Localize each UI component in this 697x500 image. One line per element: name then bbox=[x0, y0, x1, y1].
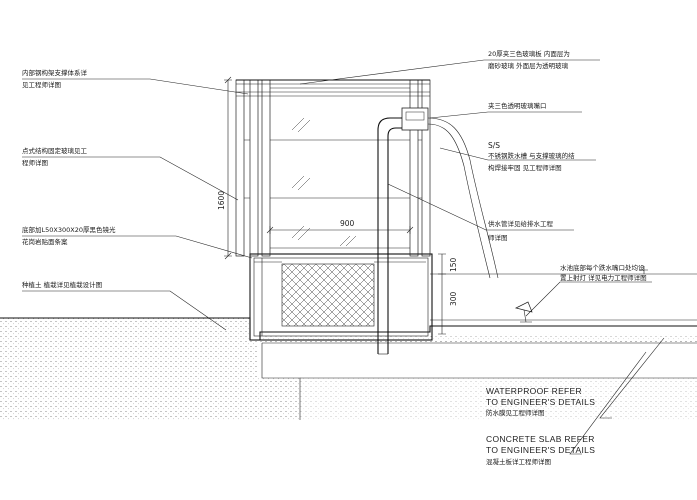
label-waterproof-1: WATERPROOF REFER bbox=[486, 386, 582, 396]
label-uplight-1: 水池底部每个跌水嘴口处均设 bbox=[560, 263, 645, 272]
label-granite-base-1: 底部加L50X300X20厚黑色镜光 bbox=[22, 225, 116, 234]
label-point-fixed-glass-1: 点式结构固定玻璃见工 bbox=[22, 146, 88, 155]
right-annotations: 20厚夹三色玻璃板 内面层为 磨砂玻璃 外面层为透明玻璃 夹三色透明玻璃嘴口 S… bbox=[488, 49, 647, 282]
label-glass-panel-1: 20厚夹三色玻璃板 内面层为 bbox=[488, 49, 570, 58]
dim-width: 900 bbox=[340, 219, 355, 228]
label-concrete-cn: 混凝土板详工程师详图 bbox=[486, 457, 551, 466]
label-ss-trough-2: 构焊接牢固 见工程师详图 bbox=[488, 163, 562, 172]
label-granite-base-2: 花岗岩贴面条案 bbox=[22, 237, 68, 246]
label-inner-steel-frame-2: 见工程师详图 bbox=[22, 80, 61, 89]
base-box bbox=[249, 253, 433, 341]
water-spout bbox=[401, 107, 499, 279]
glass-wall bbox=[235, 79, 431, 257]
label-planting-soil: 种植土 植栽详见植栽设计图 bbox=[22, 280, 102, 289]
label-spout-glass: 夹三色透明玻璃嘴口 bbox=[488, 101, 547, 110]
label-waterproof-cn: 防水膜见工程师详图 bbox=[486, 408, 545, 417]
label-point-fixed-glass-2: 程师详图 bbox=[22, 158, 48, 167]
label-concrete-2: TO ENGINEER'S DETAILS bbox=[486, 445, 595, 455]
dim-height-upper: 150 bbox=[449, 257, 458, 272]
label-ss: S/S bbox=[488, 141, 500, 150]
label-uplight-2: 置上射灯 详见电力工程师详图 bbox=[560, 273, 647, 282]
uplight-fixture bbox=[514, 301, 533, 323]
supply-pipe bbox=[377, 117, 402, 355]
label-glass-panel-2: 磨砂玻璃 外面层为透明玻璃 bbox=[488, 61, 569, 70]
water-surface bbox=[430, 266, 697, 275]
bottom-annotations: WATERPROOF REFER TO ENGINEER'S DETAILS 防… bbox=[486, 386, 595, 466]
label-waterproof-2: TO ENGINEER'S DETAILS bbox=[486, 397, 595, 407]
label-supply-pipe-2: 师详图 bbox=[488, 233, 508, 242]
label-concrete-1: CONCRETE SLAB REFER bbox=[486, 434, 595, 444]
dim-height-total: 1600 bbox=[217, 191, 226, 210]
label-ss-trough-1: 不锈钢跌水槽 与支撑玻璃的结 bbox=[488, 151, 575, 160]
label-supply-pipe-1: 供水管详见给排水工程 bbox=[488, 219, 554, 228]
label-inner-steel-frame-1: 内部钢构架支撑体系详 bbox=[22, 68, 88, 77]
dim-height-lower: 300 bbox=[449, 291, 458, 306]
leader-lines bbox=[22, 59, 665, 455]
left-annotations: 内部钢构架支撑体系详 见工程师详图 点式结构固定玻璃见工 程师详图 底部加L50… bbox=[22, 68, 116, 289]
dimension-lines: 1600 900 150 300 bbox=[217, 76, 458, 335]
